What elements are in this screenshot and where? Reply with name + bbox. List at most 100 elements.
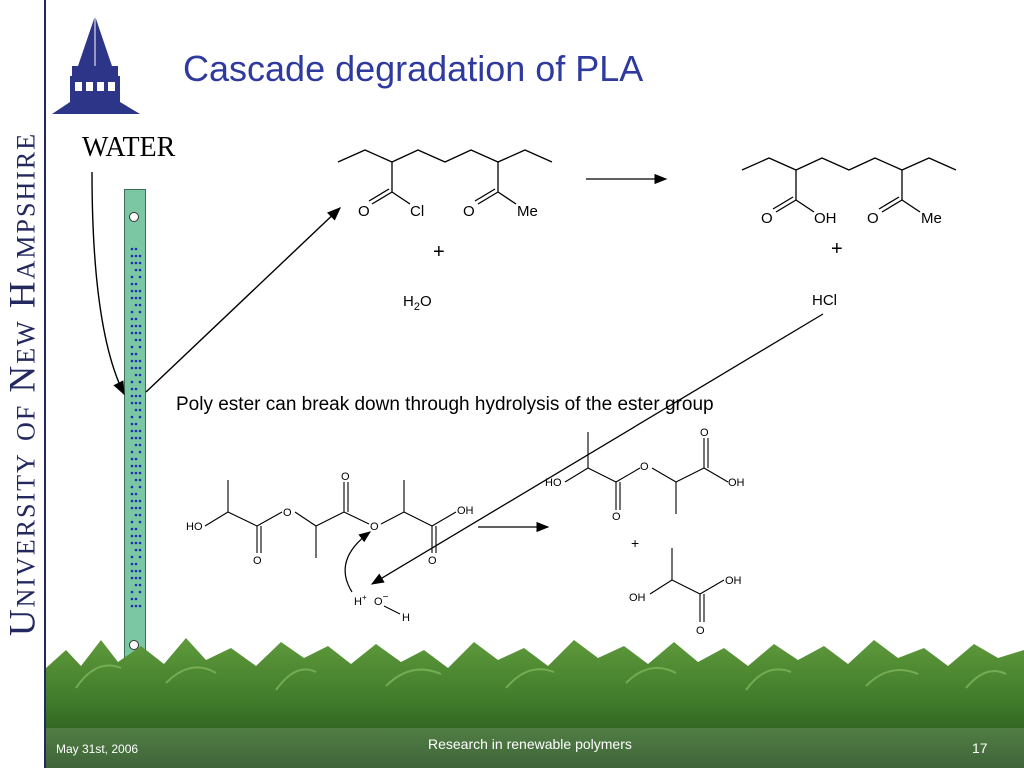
tube-dot: [134, 541, 138, 545]
tube-dot: [138, 289, 142, 293]
tube-dot: [138, 331, 142, 335]
tube-dot: [134, 317, 138, 321]
tube-dot: [138, 261, 142, 265]
tube-dot: [130, 499, 134, 503]
dimer-O-bottom: O: [612, 511, 621, 523]
tube-dot: [138, 303, 142, 307]
tube-top-hole: [129, 212, 139, 222]
tube-dot: [130, 282, 134, 286]
dimer-O-top: O: [700, 427, 709, 439]
hcl-to-hydroxide-arrow: [370, 313, 824, 585]
tube-dot: [138, 338, 142, 342]
tube-dot: [134, 492, 138, 496]
tube-dot: [130, 457, 134, 461]
tube-dot: [130, 352, 134, 356]
tube-dot: [130, 604, 134, 608]
tube-dot: [134, 366, 138, 370]
tube-bottom-hole: [129, 640, 139, 650]
tube-dot: [134, 464, 138, 468]
tube-dot: [130, 247, 134, 251]
tube-dot: [130, 422, 134, 426]
cornfield-banner: [46, 638, 1024, 768]
tube-dot: [138, 569, 142, 573]
tube-dot: [138, 478, 142, 482]
tube-dot: [134, 254, 138, 258]
hydroxide-O-minus: O−: [374, 592, 389, 608]
tube-dot: [134, 282, 138, 286]
hcl-label: HCl: [812, 292, 837, 309]
tube-dot: [130, 401, 134, 405]
tube-dot: [130, 555, 134, 559]
tube-dot: [134, 401, 138, 405]
tube-dot: [138, 555, 142, 559]
tube-dot: [130, 590, 134, 594]
tube-dot: [134, 338, 138, 342]
tube-dot: [134, 387, 138, 391]
water-formula-H: H2O: [403, 293, 432, 313]
trimer-O-top: O: [341, 471, 350, 483]
footer-page-number: 17: [972, 740, 988, 756]
top-reactant-Me: Me: [517, 203, 538, 220]
tube-dot: [130, 436, 134, 440]
tube-dot: [134, 296, 138, 300]
tube-dot: [134, 422, 138, 426]
tube-dot: [138, 506, 142, 510]
top-product-O1: O: [761, 210, 773, 227]
tube-dot: [130, 366, 134, 370]
tube-dot: [134, 597, 138, 601]
acid-product-skeleton: [741, 157, 957, 213]
tube-dot: [138, 548, 142, 552]
hydroxide-H: H: [402, 612, 410, 624]
tube-dot: [134, 548, 138, 552]
tube-dot: [134, 324, 138, 328]
tube-dot: [138, 604, 142, 608]
tube-dot: [138, 541, 142, 545]
lactic-OH-left: OH: [629, 592, 646, 604]
pla-trimer-skeleton: [204, 480, 457, 558]
tube-dot: [134, 352, 138, 356]
top-reactant-Cl: Cl: [410, 203, 424, 220]
tube-dot: [130, 331, 134, 335]
tube-dot: [134, 247, 138, 251]
tube-to-reaction-arrow: [145, 207, 342, 393]
trimer-O-carbonyl1: O: [253, 555, 262, 567]
tube-dot: [134, 506, 138, 510]
lactic-acid-skeleton: [649, 548, 725, 622]
tube-dot: [138, 408, 142, 412]
tube-dot: [138, 590, 142, 594]
tube-dot: [130, 562, 134, 566]
top-reactant-O1: O: [358, 203, 370, 220]
tube-dot: [134, 527, 138, 531]
tube-dot: [138, 513, 142, 517]
tube-dot: [130, 394, 134, 398]
top-product-Me: Me: [921, 210, 942, 227]
pla-tube: [124, 189, 146, 660]
tube-dot: [130, 380, 134, 384]
tube-dot: [138, 401, 142, 405]
nucleophilic-attack-arrow: [344, 531, 371, 593]
tube-dot: [134, 499, 138, 503]
tube-dot: [138, 429, 142, 433]
tube-dot: [130, 261, 134, 265]
tube-dot: [138, 359, 142, 363]
dimer-O-ester: O: [640, 461, 649, 473]
tube-dot: [138, 254, 142, 258]
tube-dot: [134, 604, 138, 608]
tube-dot: [138, 450, 142, 454]
top-reactant-O2: O: [463, 203, 475, 220]
tube-dot: [130, 534, 134, 538]
tube-dot: [138, 345, 142, 349]
trimer-O-ester1: O: [283, 507, 292, 519]
tube-dot: [138, 443, 142, 447]
tube-dot: [138, 471, 142, 475]
acid-chloride-skeleton: [337, 149, 553, 205]
tube-dot: [138, 520, 142, 524]
tube-dot: [134, 394, 138, 398]
tube-dot: [130, 541, 134, 545]
tube-dot: [134, 289, 138, 293]
side-banner-border: [44, 0, 46, 768]
tube-dot: [134, 562, 138, 566]
water-label: WATER: [82, 132, 176, 163]
tube-dot: [134, 303, 138, 307]
tube-dot: [130, 289, 134, 293]
